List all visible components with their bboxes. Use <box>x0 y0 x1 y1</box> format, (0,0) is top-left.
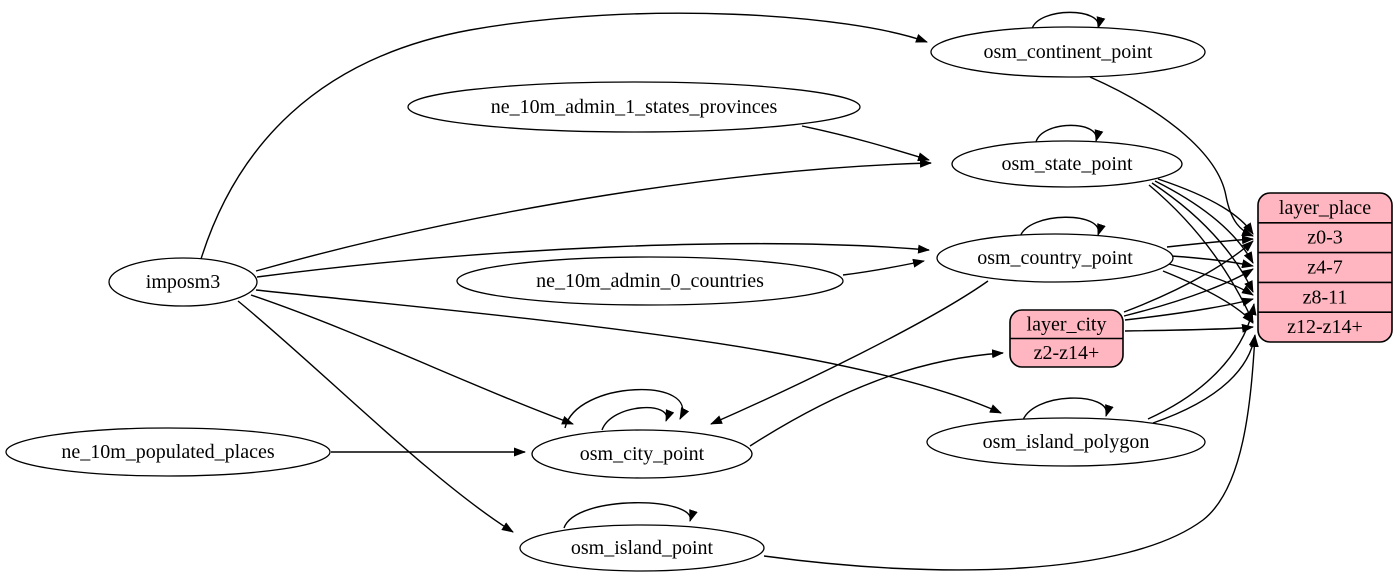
edge-layer_city-to-layer_place-z0-3 <box>1123 240 1254 313</box>
node-label: osm_state_point <box>1001 153 1133 175</box>
record-box <box>1257 192 1393 343</box>
edge-osm_country_point-to-layer_place-z4-7 <box>1170 255 1254 269</box>
node-label: osm_country_point <box>977 247 1133 269</box>
node-ellipse <box>951 140 1183 188</box>
edge-ne_10m_admin_1_states_provinces-to-osm_state_point <box>801 125 930 162</box>
edge-osm_state_point-to-layer_place-z8-11 <box>1151 182 1254 293</box>
edge-osm_state_point-to-layer_place-z0-3 <box>1157 178 1254 235</box>
edge-imposm3-to-osm_continent_point <box>200 12 928 260</box>
edge-layer_city-to-layer_place-z8-11 <box>1124 297 1254 321</box>
self-loop-osm_island_polygon <box>1021 397 1114 424</box>
node-label: osm_continent_point <box>984 41 1153 63</box>
node-label: ne_10m_admin_0_countries <box>536 270 764 292</box>
record-row-label: layer_city <box>1027 313 1107 335</box>
edge-osm_country_point-to-osm_city_point <box>710 280 989 425</box>
record-row-label: z4-7 <box>1307 257 1343 279</box>
edge-osm_state_point-to-layer_place-z4-7 <box>1154 180 1254 264</box>
edge-osm_continent_point-to-layer_place-z0-3 <box>1089 76 1254 237</box>
node-osm_continent_point: osm_continent_point <box>930 26 1206 78</box>
node-ne_10m_admin_1_states_provinces: ne_10m_admin_1_states_provinces <box>407 81 861 133</box>
edge-osm_country_point-to-layer_place-z12-z14+ <box>1162 270 1254 324</box>
self-loop-osm_city_point <box>601 406 675 431</box>
node-label: osm_island_polygon <box>983 431 1150 453</box>
edge-osm_country_point-to-layer_place-z8-11 <box>1168 263 1254 296</box>
self-loop-osm_country_point <box>1019 216 1106 238</box>
node-label: osm_island_point <box>571 537 714 559</box>
edge-osm_city_point-to-layer_city-z2-z14+ <box>749 349 1004 447</box>
record-row-label: z12-z14+ <box>1287 316 1363 338</box>
node-label: ne_10m_admin_1_states_provinces <box>491 96 778 118</box>
node-ellipse <box>531 429 753 479</box>
node-ellipse <box>407 81 861 133</box>
self-loop-osm_island_point <box>563 502 698 529</box>
node-ellipse <box>519 524 765 572</box>
node-osm_island_point: osm_island_point <box>519 524 765 572</box>
edge-osm_island_polygon-to-layer_place-z8-11 <box>1147 303 1257 420</box>
node-ellipse <box>936 233 1174 283</box>
self-loop-osm_continent_point <box>1031 11 1106 30</box>
edge-imposm3-to-osm_island_point <box>237 300 514 533</box>
edge-layer_city-to-layer_place-z12-z14+ <box>1124 323 1254 333</box>
node-label: osm_city_point <box>580 443 705 465</box>
record-row-label: z2-z14+ <box>1034 342 1100 364</box>
node-ellipse <box>930 26 1206 78</box>
record-row-label: z0-3 <box>1307 227 1343 249</box>
edge-imposm3-to-osm_island_polygon <box>255 289 1002 414</box>
node-label: ne_10m_populated_places <box>61 441 274 463</box>
edge-imposm3-to-osm_city_point <box>250 294 574 425</box>
node-ne_10m_admin_0_countries: ne_10m_admin_0_countries <box>456 256 844 306</box>
edge-imposm3-to-osm_state_point <box>255 158 932 272</box>
node-label: imposm3 <box>146 271 220 293</box>
edge-layer_city-to-layer_place-z4-7 <box>1123 268 1254 317</box>
node-osm_island_polygon: osm_island_polygon <box>926 417 1206 467</box>
edge-imposm3-to-osm_country_point <box>256 243 930 278</box>
node-layer_city: layer_city z2-z14+ <box>1009 309 1124 368</box>
node-osm_country_point: osm_country_point <box>936 233 1174 283</box>
node-ellipse <box>456 256 844 306</box>
node-ellipse <box>5 427 331 477</box>
node-ne_10m_populated_places: ne_10m_populated_places <box>5 427 331 477</box>
edge-osm_country_point-to-layer_place-z0-3 <box>1166 235 1254 248</box>
record-row-label: layer_place <box>1279 197 1371 219</box>
node-ellipse <box>926 417 1206 467</box>
node-osm_state_point: osm_state_point <box>951 140 1183 188</box>
node-ellipse <box>108 257 258 307</box>
node-osm_city_point: osm_city_point <box>531 429 753 479</box>
record-row-label: z8-11 <box>1303 286 1348 308</box>
node-imposm3: imposm3 <box>108 257 258 307</box>
edge-osm_island_polygon-to-layer_place-z12-z14+ <box>1152 334 1258 424</box>
edge-osm_island_point-to-layer_place-z12-z14+ <box>763 335 1259 571</box>
self-loop-osm_city_point <box>564 388 690 429</box>
edge-ne_10m_admin_0_countries-to-osm_country_point <box>842 258 925 276</box>
node-layer_place: layer_place z0-3 z4-7 z8-11 z12-z14+ <box>1257 192 1393 343</box>
self-loop-osm_state_point <box>1035 124 1104 143</box>
